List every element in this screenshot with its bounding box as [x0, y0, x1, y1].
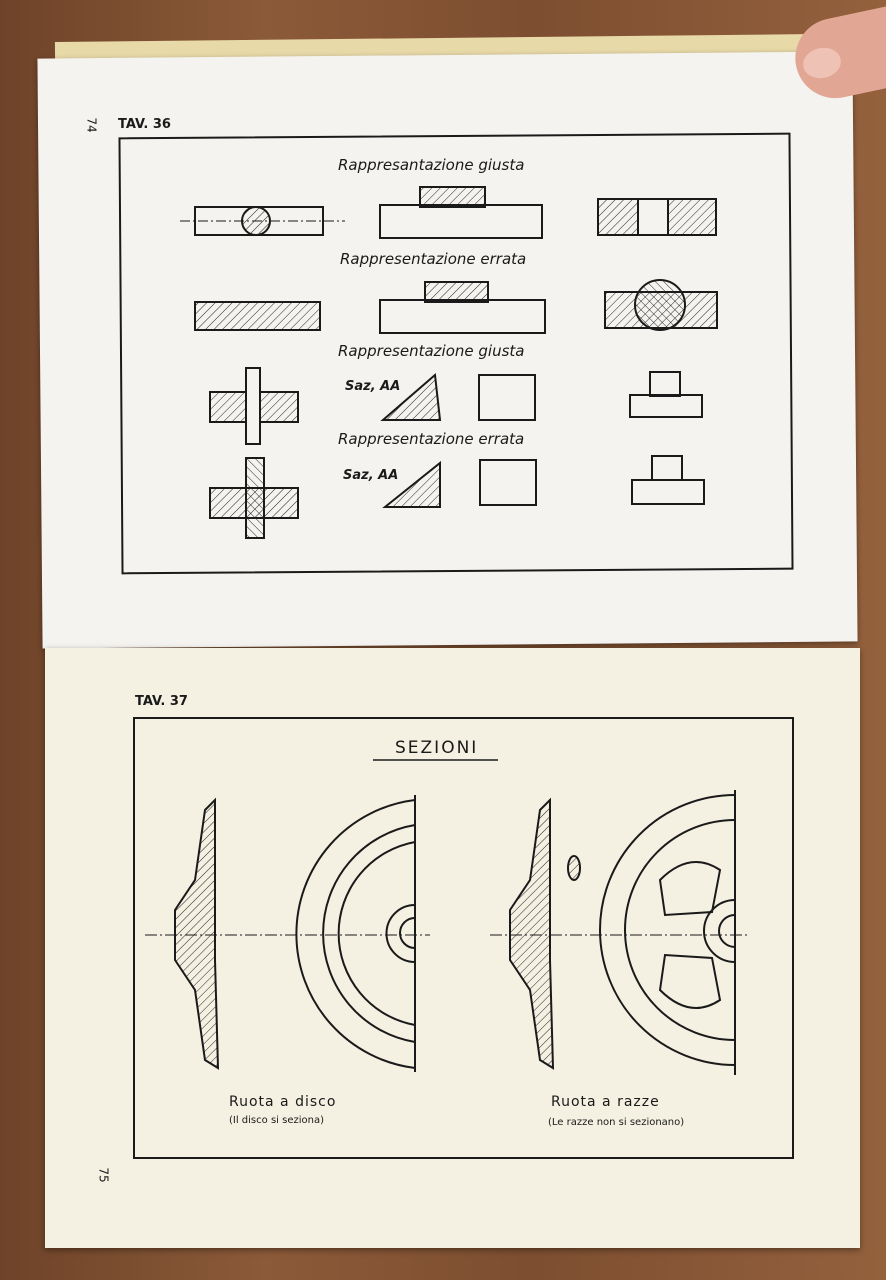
label-wrong-1: Rappresentazione errata — [340, 250, 527, 268]
left-subcaption: (Il disco si seziona) — [229, 1115, 324, 1126]
left-caption: Ruota a disco — [229, 1094, 337, 1110]
plate-label: TAV. 37 — [135, 694, 188, 709]
plate-label: TAV. 36 — [118, 117, 171, 132]
drawing-frame — [133, 717, 794, 1159]
right-caption: Ruota a razze — [551, 1094, 660, 1110]
right-subcaption: (Le razze non si sezionano) — [548, 1117, 685, 1128]
section-label-2: Saz, AA — [343, 468, 399, 483]
label-correct-2: Rappresentazione giusta — [338, 342, 525, 360]
section-title: SEZIONI — [395, 738, 479, 758]
section-label-1: Saz, AA — [345, 379, 401, 394]
label-correct-1: Rappresantazione giusta — [338, 156, 525, 174]
label-wrong-2: Rappresentazione errata — [338, 430, 525, 448]
